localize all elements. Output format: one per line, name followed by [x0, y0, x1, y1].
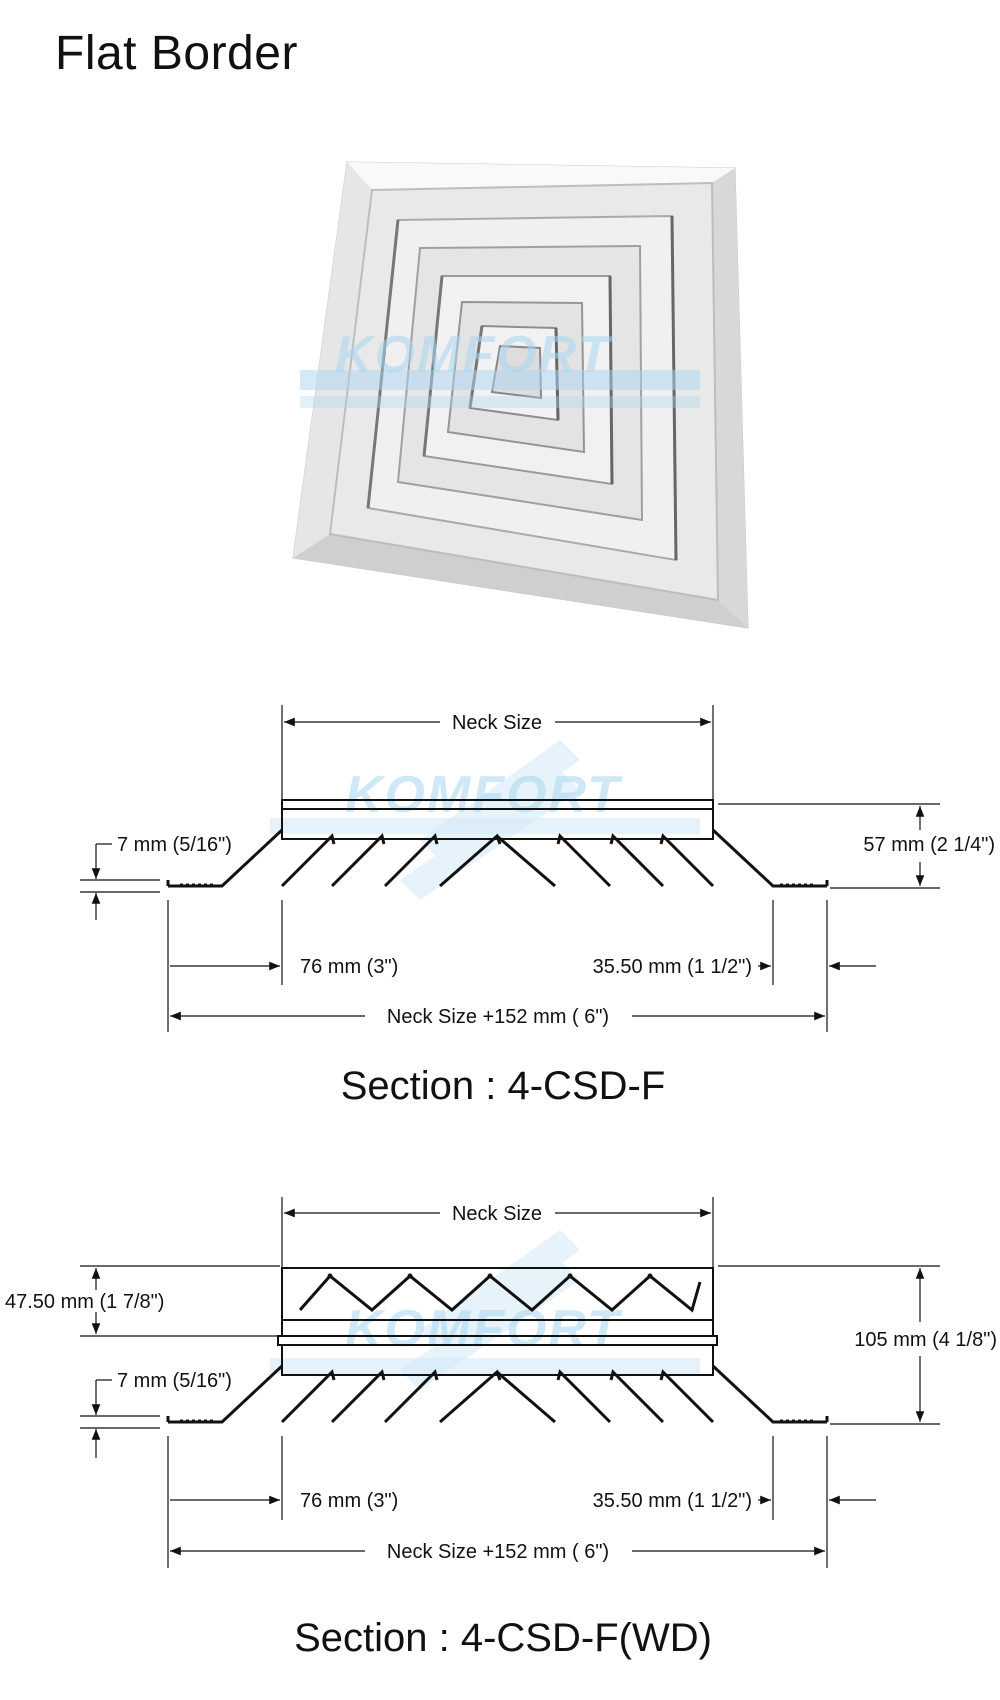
section2-border-label: 76 mm (3") — [300, 1490, 398, 1512]
section1-overall-label: Neck Size +152 mm ( 6") — [387, 1006, 609, 1028]
section1-lip-label: 35.50 mm (1 1/2") — [593, 956, 752, 978]
section2-height-label: 105 mm (4 1/8") — [854, 1329, 997, 1351]
section1-height-label: 57 mm (2 1/4") — [863, 834, 995, 856]
section2-damper-height-label: 47.50 mm (1 7/8") — [5, 1291, 164, 1313]
section2-flange-label: 7 mm (5/16") — [117, 1370, 232, 1392]
section1-border-label: 76 mm (3") — [300, 956, 398, 978]
section2-title: Section : 4-CSD-F(WD) — [294, 1616, 712, 1660]
photo-watermark: KOMFORT — [335, 326, 613, 384]
section2-overall-label: Neck Size +152 mm ( 6") — [387, 1541, 609, 1563]
section1-flange-label: 7 mm (5/16") — [117, 834, 232, 856]
section1-title: Section : 4-CSD-F — [341, 1064, 666, 1108]
section2-lip-label: 35.50 mm (1 1/2") — [593, 1490, 752, 1512]
section1-watermark: KOMFORT — [345, 766, 623, 824]
diffuser-photo: KOMFORT — [292, 161, 749, 629]
section1-drawing: KOMFORT Neck Size — [80, 705, 995, 1032]
section2-neck-size-label: Neck Size — [452, 1203, 542, 1225]
page-title: Flat Border — [55, 27, 298, 80]
section1-neck-size-label: Neck Size — [452, 712, 542, 734]
section2-drawing: KOMFORT Neck Size — [5, 1197, 997, 1568]
section2-watermark: KOMFORT — [345, 1300, 623, 1358]
